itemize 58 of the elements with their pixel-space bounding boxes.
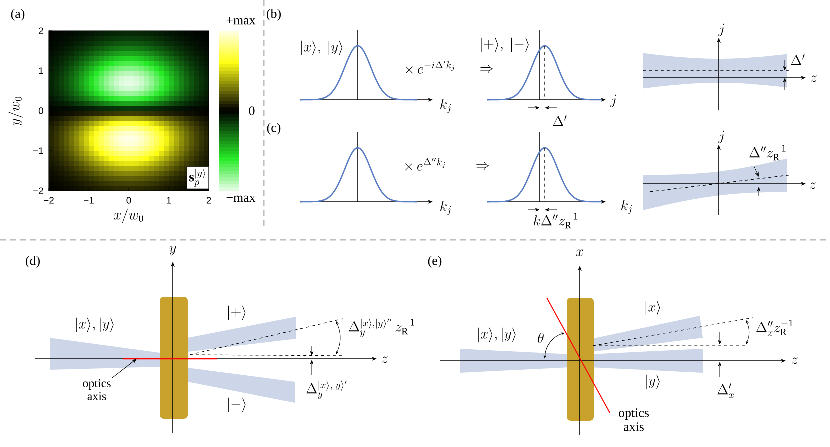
dimension-label: $\Delta_y^{|x\rangle,|y\rangle'}$ — [306, 380, 347, 400]
axis-label: $y/w_0$ — [8, 96, 24, 126]
panel-label: (e) — [428, 256, 442, 268]
panel-label: (a) — [11, 9, 25, 21]
dimension-label: $\Delta_x'$ — [718, 384, 734, 398]
tick-label: −1 — [34, 148, 44, 154]
annotation-label: optics axis — [83, 380, 111, 400]
tick-label: 2 — [39, 28, 44, 34]
implies-symbol: $\Rightarrow$ — [476, 162, 490, 170]
dimension-label: $\Delta'$ — [553, 116, 567, 126]
state-label: $|x\rangle,|y\rangle$ — [478, 328, 516, 342]
axis-label: $j$ — [610, 94, 616, 108]
axis-label: $y$ — [170, 246, 176, 256]
axis-label: $z$ — [382, 356, 388, 364]
panel-label: (b) — [267, 9, 281, 21]
formula-label: $\times\, e^{-i\Delta' k_j}$ — [406, 61, 454, 74]
axis-label: $k_j$ — [440, 98, 452, 114]
tick-label: −2 — [34, 188, 44, 194]
panel-label: (d) — [26, 256, 40, 268]
annotation-label: optics axis — [619, 408, 650, 432]
tick-label: 0 — [126, 197, 132, 204]
tick-label: −1 — [84, 197, 94, 204]
dimension-label: $\Delta_x'' z_{\mathrm{R}}^{-1}$ — [756, 320, 793, 336]
axis-label: $z$ — [811, 76, 818, 82]
axis-label: $x$ — [576, 250, 584, 256]
axis-label: $k_j$ — [440, 200, 452, 216]
dimension-label: $k\Delta'' z_{\mathrm{R}}^{-1}$ — [534, 213, 578, 229]
axis-label: $z$ — [792, 358, 798, 364]
axis-label: $x/w_0$ — [114, 208, 144, 224]
plot-legend-label: $\mathbf{s}_p^{|y\rangle}$ — [186, 166, 210, 190]
colorbar-label: 0 — [249, 106, 255, 116]
tick-label: 1 — [167, 197, 172, 204]
tick-label: 0 — [38, 108, 44, 114]
state-label: $|+\rangle,\ |-\rangle$ — [481, 38, 529, 52]
state-label: $|-\rangle$ — [228, 398, 246, 412]
state-label: $|y\rangle$ — [646, 374, 660, 390]
tick-label: −2 — [44, 197, 54, 204]
implies-symbol: $\Rightarrow$ — [480, 65, 494, 73]
colorbar-label: +max — [226, 17, 256, 25]
state-label: $|x\rangle$ — [646, 300, 660, 316]
panel-label: (c) — [267, 123, 281, 135]
axis-label: $z$ — [810, 182, 816, 190]
axis-label: $j$ — [718, 130, 724, 144]
state-label: $|+\rangle$ — [228, 306, 246, 320]
axis-label: $j$ — [718, 24, 724, 36]
leader-line — [112, 359, 137, 379]
optics-axis-line — [123, 358, 217, 360]
state-label: $|x\rangle,|y\rangle$ — [76, 318, 114, 332]
tick-label: 1 — [39, 68, 44, 74]
colorbar-label: −max — [226, 196, 256, 202]
dimension-label: $\Delta'' z_{\mathrm{R}}^{-1}$ — [750, 145, 786, 161]
formula-label: $\times\, e^{\Delta'' k_j}$ — [405, 158, 446, 171]
dimension-label: $\Delta_y^{|x\rangle,|y\rangle''}\, z_{\mathrm{R}}^{-1}$ — [349, 318, 414, 338]
dimension-label: $\Delta'$ — [791, 54, 805, 66]
axis-label: $k_j$ — [622, 200, 632, 214]
state-label: $|x\rangle,\ |y\rangle$ — [302, 40, 343, 56]
angle-label: $\theta$ — [538, 332, 544, 344]
tick-label: 2 — [206, 197, 212, 204]
